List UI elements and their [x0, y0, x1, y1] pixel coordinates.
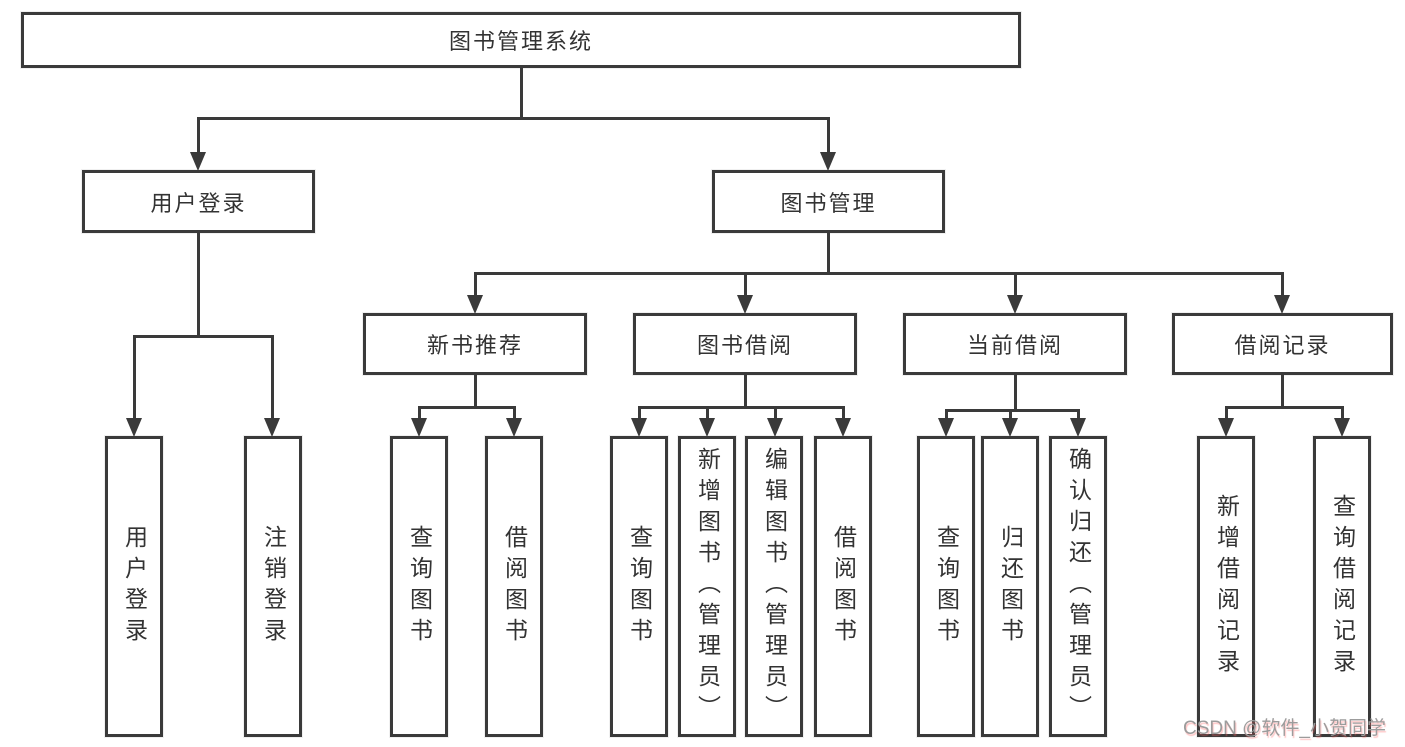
leaf-label: 新增借阅记录 — [1213, 493, 1240, 680]
connector-line — [197, 117, 830, 120]
leaf-add-books-admin: 新增图书（管理员） — [678, 436, 736, 737]
connector-line — [1281, 272, 1284, 297]
leaf-add-borrow-record: 新增借阅记录 — [1197, 436, 1255, 737]
connector-arrow-down — [190, 152, 206, 171]
connector-line — [1077, 409, 1080, 420]
node-book-management: 图书管理 — [712, 170, 945, 233]
leaf-label: 查询借阅记录 — [1329, 493, 1356, 680]
node-label: 用户登录 — [150, 190, 247, 216]
node-book-borrowing: 图书借阅 — [633, 313, 857, 375]
connector-arrow-down — [1070, 418, 1086, 437]
leaf-query-books-borrowing: 查询图书 — [610, 436, 668, 737]
connector-arrow-down — [1007, 295, 1023, 314]
connector-arrow-down — [699, 418, 715, 437]
node-label: 图书借阅 — [696, 333, 793, 358]
connector-arrow-down — [631, 418, 647, 437]
node-user-login: 用户登录 — [82, 170, 315, 233]
leaf-query-books-current: 查询图书 — [917, 436, 975, 737]
leaf-label: 编辑图书（管理员） — [761, 447, 788, 726]
connector-line — [842, 406, 845, 420]
connector-line — [1341, 406, 1344, 420]
node-label: 新书推荐 — [426, 333, 523, 358]
leaf-label: 借阅图书 — [501, 524, 528, 649]
connector-arrow-down — [1218, 418, 1234, 437]
connector-line — [1014, 375, 1017, 409]
node-label: 当前借阅 — [966, 333, 1063, 358]
leaf-logout: 注销登录 — [244, 436, 302, 737]
connector-line — [133, 335, 274, 338]
connector-arrow-down — [126, 418, 142, 437]
leaf-label: 归还图书 — [997, 524, 1024, 649]
leaf-label: 确认归还（管理员） — [1065, 447, 1092, 726]
leaf-label: 查询图书 — [406, 524, 433, 649]
connector-arrow-down — [467, 295, 483, 314]
node-borrowing-records: 借阅记录 — [1172, 313, 1393, 375]
connector-arrow-down — [767, 418, 783, 437]
connector-line — [271, 335, 274, 420]
leaf-label: 查询图书 — [626, 524, 653, 649]
connector-line — [638, 406, 845, 409]
leaf-query-borrow-record: 查询借阅记录 — [1313, 436, 1371, 737]
node-label: 借阅记录 — [1234, 333, 1331, 358]
connector-line — [827, 117, 830, 153]
connector-arrow-down — [1274, 295, 1290, 314]
leaf-label: 注销登录 — [260, 524, 287, 649]
connector-arrow-down — [835, 418, 851, 437]
connector-line — [1225, 406, 1344, 409]
leaf-label: 查询图书 — [933, 524, 960, 649]
leaf-label: 用户登录 — [121, 524, 148, 649]
connector-arrow-down — [506, 418, 522, 437]
connector-line — [945, 409, 1080, 412]
node-label: 图书管理 — [780, 190, 877, 216]
connector-line — [945, 409, 948, 420]
connector-arrow-down — [411, 418, 427, 437]
node-current-borrowing: 当前借阅 — [903, 313, 1127, 375]
connector-arrow-down — [264, 418, 280, 437]
connector-line — [774, 406, 777, 420]
leaf-label: 新增图书（管理员） — [694, 447, 721, 726]
connector-line — [133, 335, 136, 420]
leaf-borrow-books: 借阅图书 — [814, 436, 872, 737]
node-new-book-recommend: 新书推荐 — [363, 313, 587, 375]
connector-line — [744, 272, 747, 297]
connector-line — [827, 233, 830, 272]
connector-line — [474, 272, 1284, 275]
connector-line — [1014, 272, 1017, 297]
connector-line — [513, 406, 516, 420]
connector-line — [706, 406, 709, 420]
connector-line — [418, 406, 421, 420]
leaf-user-login: 用户登录 — [105, 436, 163, 737]
connector-arrow-down — [737, 295, 753, 314]
connector-line — [418, 406, 516, 409]
connector-line — [744, 375, 747, 406]
connector-line — [1009, 409, 1012, 420]
leaf-return-books: 归还图书 — [981, 436, 1039, 737]
connector-line — [474, 272, 477, 297]
connector-line — [638, 406, 641, 420]
connector-line — [1225, 406, 1228, 420]
connector-line — [1281, 375, 1284, 406]
leaf-borrow-books-recommend: 借阅图书 — [485, 436, 543, 737]
leaf-edit-books-admin: 编辑图书（管理员） — [745, 436, 803, 737]
connector-arrow-down — [820, 152, 836, 171]
connector-arrow-down — [1002, 418, 1018, 437]
node-library-system: 图书管理系统 — [21, 12, 1021, 68]
connector-arrow-down — [938, 418, 954, 437]
node-label: 图书管理系统 — [448, 29, 593, 54]
leaf-confirm-return-admin: 确认归还（管理员） — [1049, 436, 1107, 737]
csdn-watermark: CSDN @软件_小贺同学 — [1183, 718, 1386, 739]
connector-line — [197, 233, 200, 335]
connector-line — [197, 117, 200, 153]
connector-line — [474, 375, 477, 406]
leaf-query-books-recommend: 查询图书 — [390, 436, 448, 737]
connector-arrow-down — [1334, 418, 1350, 437]
leaf-label: 借阅图书 — [830, 524, 857, 649]
connector-line — [520, 68, 523, 117]
